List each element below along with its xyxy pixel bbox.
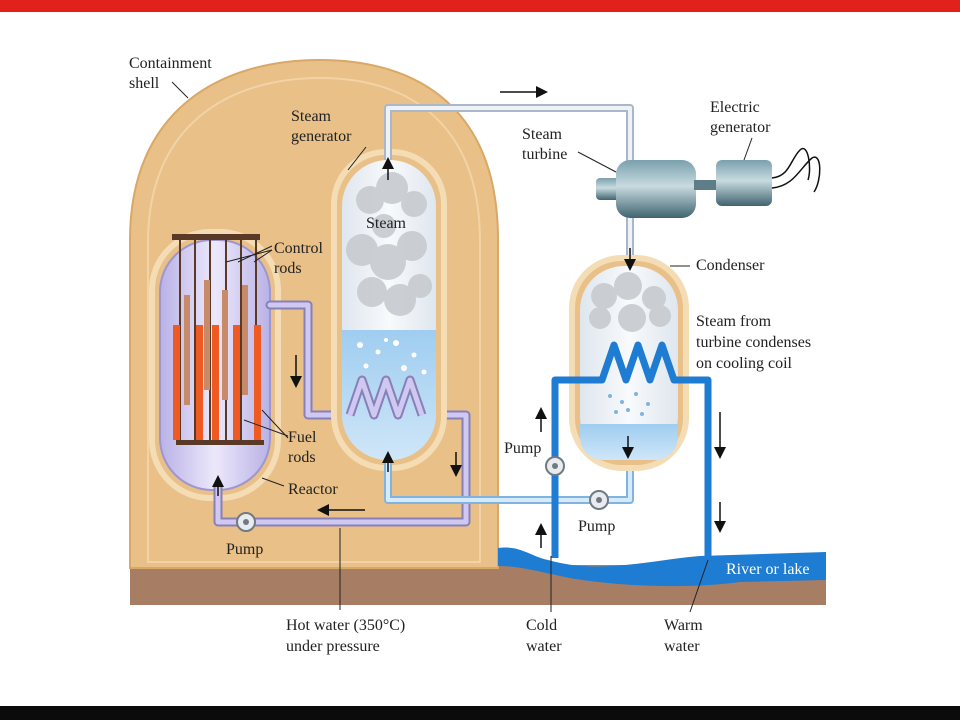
pump-reactor-loop [236, 512, 256, 532]
label-river: River or lake [726, 561, 810, 578]
condensate-return-loop [384, 458, 634, 504]
cooling-water-loop [551, 341, 712, 560]
bottom-bar [0, 706, 960, 720]
steam-turbine [596, 160, 718, 218]
label-pump-condensate: Pump [578, 518, 615, 535]
label-reactor: Reactor [288, 481, 338, 498]
label-hot-water: Hot water (350°C)under pressure [286, 617, 405, 655]
pump-cooling-loop [545, 456, 565, 476]
label-steam: Steam [366, 215, 407, 232]
steam-generator [331, 149, 447, 471]
river [498, 547, 826, 587]
label-pump-reactor: Pump [226, 541, 263, 558]
control-rods [172, 234, 264, 445]
top-bar [0, 0, 960, 12]
label-pump-cooling: Pump [504, 440, 541, 457]
fuel-rods [173, 325, 261, 440]
label-condenser: Condenser [696, 257, 765, 274]
pump-condensate-loop [589, 490, 609, 510]
flow-arrows [212, 86, 726, 548]
electric-generator [716, 147, 821, 206]
leader-lines [171, 81, 753, 613]
